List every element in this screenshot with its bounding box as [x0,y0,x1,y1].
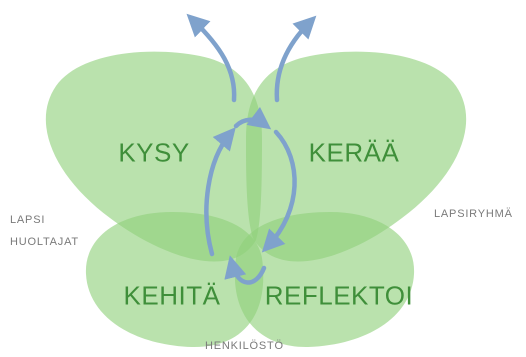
side-label-huoltajat: HUOLTAJAT [10,236,79,248]
arrows-group [186,13,317,285]
side-label-lapsi: LAPSI [10,214,46,226]
petal-top-right [246,51,467,262]
petal-bottom-left [85,212,264,348]
side-label-henkilosto: HENKILÖSTÖ [205,340,284,352]
arrow-kehitä-to-kysy [204,127,236,257]
petal-label-kysy: KYSY [118,137,190,168]
arrow-out-top-right [274,15,317,103]
arrow-reflektoi-to-kehitä [224,255,267,285]
petal-label-kehita: KEHITÄ [123,280,221,311]
arrow-kerää-to-reflektoi [261,129,297,253]
petal-label-keraa: KERÄÄ [308,137,400,168]
arrow-kysy-to-kerää [233,106,272,130]
arrow-out-top-left [186,13,237,103]
side-label-lapsiryhma: LAPSIRYHMÄ [434,208,513,220]
petal-bottom-right [234,212,415,348]
petal-label-reflektoi: REFLEKTOI [264,280,414,311]
